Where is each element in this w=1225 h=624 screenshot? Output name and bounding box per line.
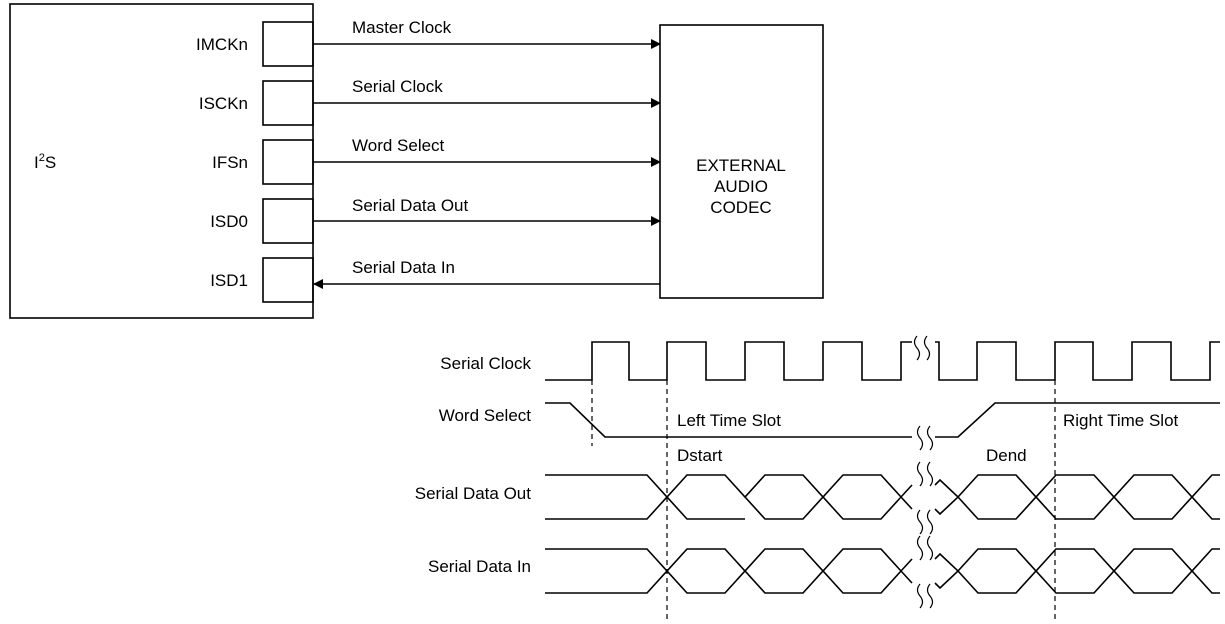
word-select-waveform [545, 402, 912, 438]
signal-label-serial-data-out: Serial Data Out [352, 196, 468, 215]
pin-label-isd1: ISD1 [210, 271, 248, 290]
serial-data-in-waveform [545, 548, 913, 594]
signal-label-master-clock: Master Clock [352, 18, 452, 37]
timing-row-label-word-select: Word Select [439, 406, 532, 425]
dstart-label: Dstart [677, 446, 723, 465]
i2s-label: I2S [34, 152, 56, 172]
codec-label-line1: EXTERNAL [696, 156, 786, 175]
pin-box-isd0 [262, 198, 314, 244]
serial-clock-break-mark [913, 335, 931, 361]
serial-data-in-break-mark [916, 535, 934, 609]
pin-box-imckn [262, 21, 314, 67]
pin-box-isd1 [262, 257, 314, 303]
signal-label-word-select: Word Select [352, 136, 445, 155]
serial-clock-waveform [545, 341, 912, 381]
codec-label-line3: CODEC [710, 198, 771, 217]
pin-label-isckn: ISCKn [199, 94, 248, 113]
serial-data-out-waveform-cont [934, 474, 1220, 520]
pin-label-isd0: ISD0 [210, 212, 248, 231]
timing-row-label-serial-data-out: Serial Data Out [415, 484, 531, 503]
dend-label: Dend [986, 446, 1027, 465]
signal-label-serial-data-in: Serial Data In [352, 258, 455, 277]
pin-label-imckn: IMCKn [196, 35, 248, 54]
pin-box-isckn [262, 80, 314, 126]
serial-data-out-waveform [545, 474, 913, 520]
left-time-slot-label: Left Time Slot [677, 411, 781, 430]
pin-label-ifsn: IFSn [212, 153, 248, 172]
timing-row-label-serial-clock: Serial Clock [440, 354, 531, 373]
word-select-waveform-cont [935, 402, 1220, 438]
codec-label-line2: AUDIO [714, 177, 768, 196]
serial-clock-waveform-cont [935, 341, 1220, 381]
signal-label-serial-clock: Serial Clock [352, 77, 443, 96]
serial-data-in-waveform-cont [934, 548, 1220, 594]
timing-row-label-serial-data-in: Serial Data In [428, 557, 531, 576]
word-select-break-mark [916, 425, 934, 451]
serial-data-out-break-mark [916, 461, 934, 535]
right-time-slot-label: Right Time Slot [1063, 411, 1179, 430]
pin-box-ifsn [262, 139, 314, 185]
